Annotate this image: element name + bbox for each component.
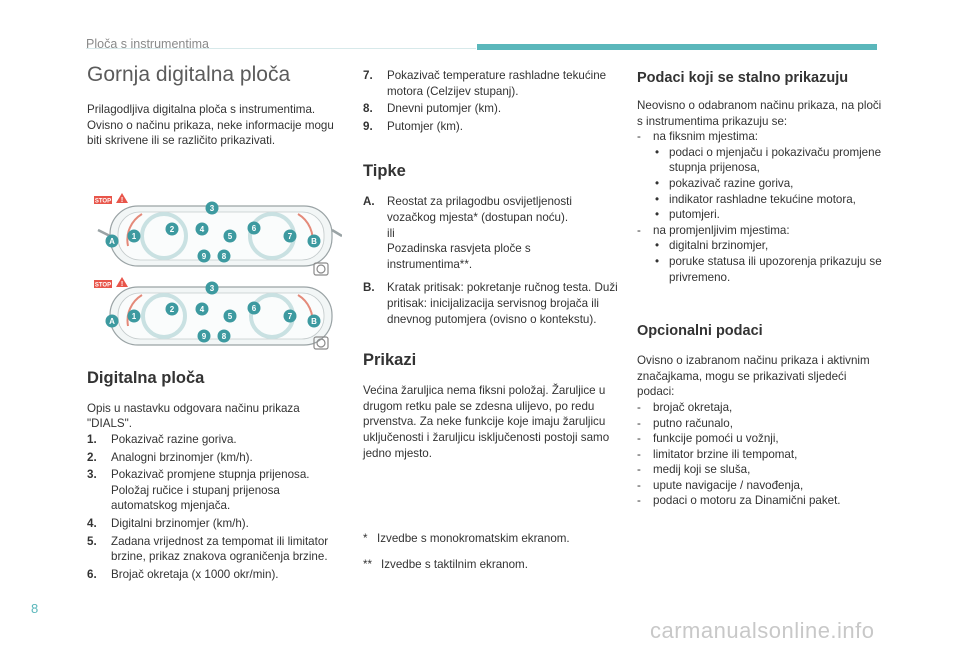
bullet-item: •podaci o mjenjaču i pokazivaču promjene… (655, 145, 882, 175)
warning-label: ! (121, 281, 123, 288)
stop-label: STOP (95, 283, 111, 289)
warning-label: ! (121, 197, 123, 204)
dash-item: -medij koji se sluša, (637, 463, 751, 477)
cluster-panel-top (97, 205, 342, 267)
marker-6: 6 (252, 304, 257, 313)
bullet-item: •poruke statusa ili upozorenja prikazuju… (655, 254, 882, 284)
steering-wheel-icon (313, 262, 329, 350)
bullet-item: •indikator rashladne tekućine motora, (655, 192, 856, 206)
header-rule (86, 48, 476, 49)
marker-3: 3 (210, 204, 215, 213)
marker-2: 2 (170, 225, 175, 234)
cluster-svg: STOP ! STOP ! A 1 2 3 4 5 6 7 B 8 9 A 1 (94, 193, 342, 350)
marker-7: 7 (288, 312, 293, 321)
dash-item: -putno računalo, (637, 416, 733, 430)
item-list: 1.Pokazivač razine goriva. 2.Analogni br… (87, 432, 342, 582)
list-item-b: B. Kratak pritisak: pokretanje ručnog te… (363, 281, 618, 326)
marker-6: 6 (252, 224, 257, 233)
section-title-tipke: Tipke (363, 162, 406, 181)
instrument-cluster-illustration: STOP ! STOP ! A 1 2 3 4 5 6 7 B 8 9 A 1 (92, 184, 342, 354)
marker-9: 9 (202, 332, 207, 341)
dash-item: -funkcije pomoći u vožnji, (637, 432, 779, 446)
list-item-a: A. Reostat za prilagodbu osvijetljenosti… (363, 195, 572, 271)
marker-3: 3 (210, 284, 215, 293)
prikazi-paragraph: Većina žaruljica nema fiksni položaj. Ža… (363, 384, 610, 460)
column-right: Podaci koji se stalno prikazuju Neovisno… (637, 68, 887, 509)
page-title: Gornja digitalna ploča (87, 63, 291, 86)
footnotes: *Izvedbe s monokromatskim ekranom. **Izv… (363, 531, 618, 572)
dash-item: -limitator brzine ili tempomat, (637, 447, 798, 461)
list-item: 9.Putomjer (km). (363, 119, 464, 133)
dash-item: -na fiksnim mjestima: (637, 130, 759, 144)
dash-item: -brojač okretaja, (637, 400, 733, 414)
footnote: *Izvedbe s monokromatskim ekranom. (363, 532, 570, 546)
marker-5: 5 (228, 232, 233, 241)
marker-4: 4 (200, 225, 205, 234)
bullet-item: •putomjeri. (655, 208, 720, 222)
dash-item: -podaci o motoru za Dinamični paket. (637, 494, 841, 508)
dash-item: -na promjenljivim mjestima: (637, 223, 790, 237)
marker-4: 4 (200, 305, 205, 314)
marker-a: A (109, 317, 115, 326)
stop-warning-bottom: STOP ! (94, 277, 128, 289)
marker-1: 1 (132, 312, 137, 321)
list-item: 4.Digitalni brzinomjer (km/h). (87, 516, 249, 530)
list-item: 7.Pokazivač temperature rashladne tekući… (363, 69, 607, 98)
markers-top: A 1 2 3 4 5 6 7 B 8 9 (105, 201, 321, 263)
list-item: 2.Analogni brzinomjer (km/h). (87, 450, 253, 464)
list-item: 8.Dnevni putomjer (km). (363, 102, 502, 116)
bullet-item: •digitalni brzinomjer, (655, 239, 769, 253)
section-title-opcionalni: Opcionalni podaci (637, 323, 763, 340)
item-list-continued: 7.Pokazivač temperature rashladne tekući… (363, 68, 618, 134)
list-item: 3.Pokazivač promjene stupnja prijenosa. … (87, 468, 310, 513)
column-left: Gornja digitalna ploča Prilagodljiva dig… (87, 62, 342, 584)
marker-9: 9 (202, 252, 207, 261)
column-middle: 7.Pokazivač temperature rashladne tekući… (363, 68, 618, 572)
header-accent-bar (477, 44, 877, 50)
marker-b: B (311, 317, 317, 326)
list-item: 6.Brojač okretaja (x 1000 okr/min). (87, 567, 279, 581)
opcionalni-intro: Ovisno o izabranom načinu prikaza i akti… (637, 354, 870, 399)
marker-8: 8 (222, 252, 227, 261)
page-number: 8 (31, 601, 39, 616)
stalno-intro: Neovisno o odabranom načinu prikaza, na … (637, 99, 882, 128)
list-item: 5.Zadana vrijednost za tempomat ili limi… (87, 534, 329, 564)
footnote: **Izvedbe s taktilnim ekranom. (363, 557, 528, 571)
section-title-digitalna: Digitalna ploča (87, 368, 205, 387)
marker-2: 2 (170, 305, 175, 314)
marker-7: 7 (288, 232, 293, 241)
stop-warning-top: STOP ! (94, 193, 128, 205)
bullet-item: •pokazivač razine goriva, (655, 176, 794, 190)
marker-5: 5 (228, 312, 233, 321)
section-header: Ploča s instrumentima (86, 37, 209, 51)
marker-8: 8 (222, 332, 227, 341)
dash-item: -upute navigacije / navođenja, (637, 478, 804, 492)
marker-b: B (311, 237, 317, 246)
section-title-prikazi: Prikazi (363, 351, 417, 370)
markers-bottom: A 1 2 3 4 5 6 7 B 8 9 (105, 281, 321, 343)
list-item: 1.Pokazivač razine goriva. (87, 432, 237, 446)
stop-label: STOP (95, 199, 111, 205)
intro-paragraph: Prilagodljiva digitalna ploča s instrume… (87, 103, 334, 148)
watermark: carmanualsonline.info (650, 618, 875, 643)
section-intro: Opis u nastavku odgovara načinu prikaza … (87, 401, 300, 431)
section-title-stalno: Podaci koji se stalno prikazuju (637, 70, 849, 86)
marker-a: A (109, 237, 115, 246)
marker-1: 1 (132, 232, 137, 241)
